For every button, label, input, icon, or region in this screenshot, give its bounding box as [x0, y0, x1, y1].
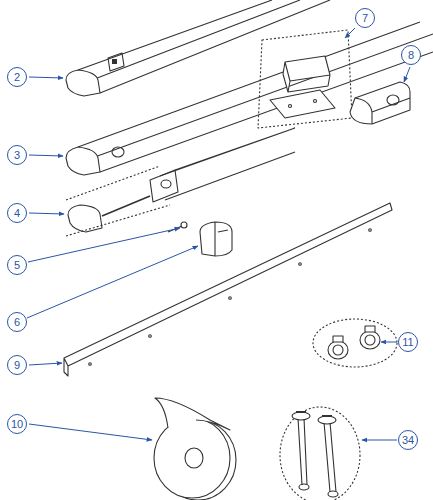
- callout-number: 34: [398, 430, 418, 450]
- callout-text: 11: [402, 337, 413, 348]
- clip: [200, 222, 232, 256]
- screw-pair: [280, 407, 360, 500]
- rail-end-assembly: [66, 128, 295, 236]
- callout-text: 2: [14, 72, 20, 83]
- tape-roll: [154, 398, 236, 500]
- callout-number: 2: [7, 67, 27, 87]
- callout-text: 9: [14, 360, 20, 371]
- callout-text: 6: [14, 317, 20, 328]
- callout-text: 7: [362, 13, 368, 24]
- callout-number: 5: [7, 255, 27, 275]
- rail-bar: [66, 22, 433, 175]
- callout-text: 4: [14, 208, 20, 219]
- callout-number: 7: [355, 8, 375, 28]
- rail-bar: [66, 0, 330, 96]
- angle-iron: [64, 203, 392, 376]
- callout-number: 10: [7, 414, 27, 434]
- plate-set: [258, 30, 352, 128]
- callout-number: 11: [398, 332, 418, 352]
- leader-lines: [27, 28, 410, 440]
- callout-text: 8: [408, 50, 414, 61]
- callout-number: 3: [7, 145, 27, 165]
- callout-text: 3: [14, 150, 20, 161]
- callout-number: 8: [401, 45, 421, 65]
- callout-text: 34: [402, 435, 414, 446]
- callout-text: 10: [11, 419, 23, 430]
- callout-number: 9: [7, 355, 27, 375]
- callout-text: 5: [14, 260, 20, 271]
- end-cap: [350, 82, 410, 124]
- clamp-pair: [313, 319, 397, 367]
- callout-number: 6: [7, 312, 27, 332]
- callout-number: 4: [7, 203, 27, 223]
